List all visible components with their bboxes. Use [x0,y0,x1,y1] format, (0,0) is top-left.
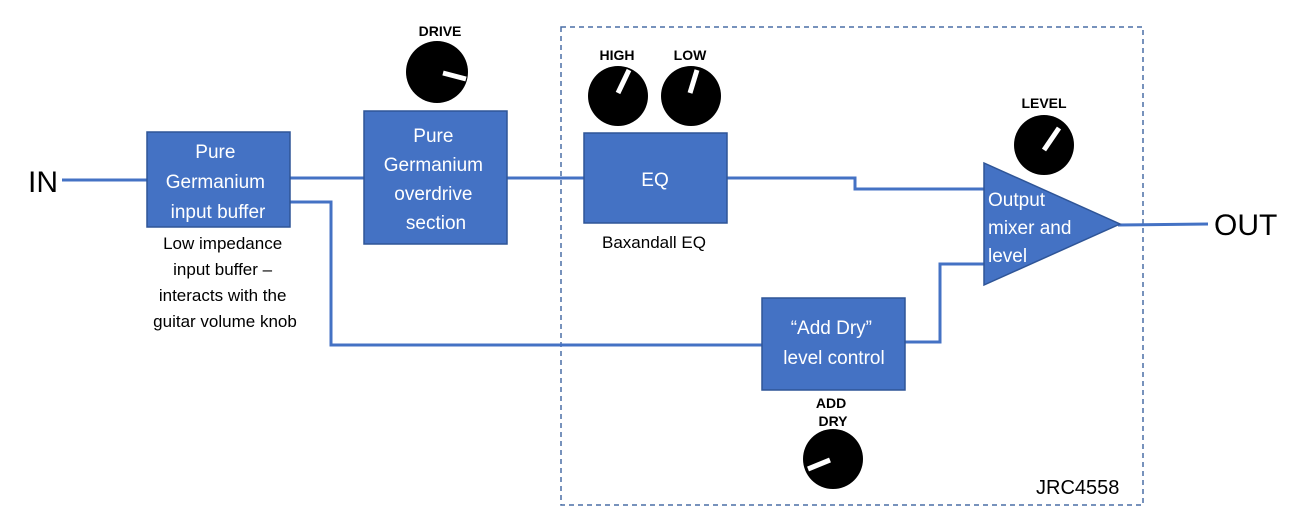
level-knob-label: LEVEL [1021,95,1067,111]
knob-icon [406,41,468,103]
wire-adddry-to-mixer [905,262,984,344]
knob-icon [1014,115,1074,175]
drive-knob-label: DRIVE [419,23,462,39]
knob-icon [803,429,863,489]
eq-note: Baxandall EQ [602,233,706,252]
input-label: IN [28,166,58,199]
low-knob[interactable]: LOW [661,47,721,126]
knob-pointer [442,70,467,82]
low-knob-label: LOW [674,47,707,63]
knob-pointer [615,68,632,95]
level-knob[interactable]: LEVEL [1014,95,1074,175]
input-buffer-label: Pure Germanium input buffer [166,142,271,223]
knob-icon [588,66,648,126]
wire-buffer-to-adddry [290,200,762,347]
add-dry-label: “Add Dry” level control [783,318,884,369]
drive-knob[interactable]: DRIVE [406,23,468,103]
eq-label: EQ [641,170,668,191]
knob-pointer [687,69,700,94]
eq-block: EQ [583,132,728,224]
overdrive-block: Pure Germanium overdrive section [363,110,508,245]
wire-mixer-to-out [1117,222,1209,227]
input-buffer-block: Pure Germanium input buffer [146,131,291,228]
input-buffer-note: Low impedance input buffer – interacts w… [153,234,297,331]
knob-pointer [1041,126,1062,152]
add-dry-knob-label: ADD DRY [816,395,850,429]
wire-eq-to-mixer [727,176,984,191]
signal-wires [62,176,1209,347]
overdrive-label: Pure Germanium overdrive section [384,126,489,234]
output-mixer-label: Output mixer and level [988,190,1077,267]
add-dry-knob[interactable]: ADD DRY [803,395,863,489]
knob-pointer [807,457,831,472]
high-knob-label: HIGH [600,47,635,63]
add-dry-block: “Add Dry” level control [761,297,906,391]
output-label: OUT [1214,209,1277,242]
jrc4558-boundary [560,26,1144,506]
output-mixer-block: Output mixer and level [983,161,1122,287]
chip-label: JRC4558 [1036,477,1119,499]
high-knob[interactable]: HIGH [588,47,648,126]
knob-icon [661,66,721,126]
